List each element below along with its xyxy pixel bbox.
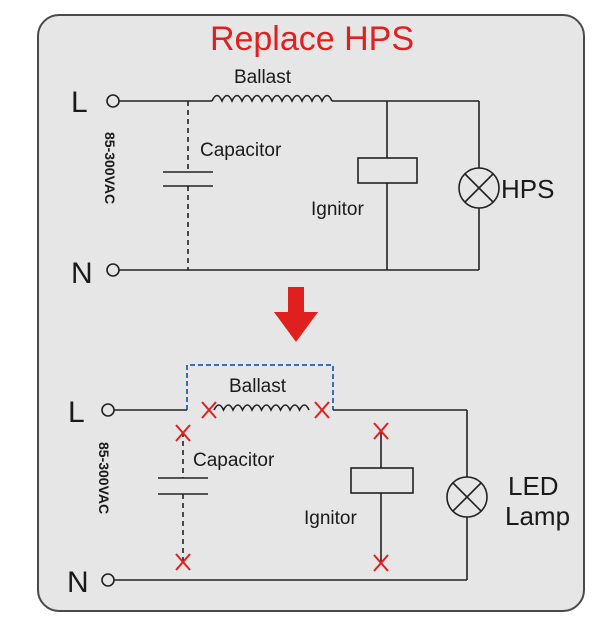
bottom-neutral-terminal [101,573,115,587]
cut-mark-capacitor-top [175,424,191,442]
bottom-lamp-label-line1: LED [508,471,559,501]
top-capacitor-label: Capacitor [200,140,282,161]
bottom-ignitor-label: Ignitor [304,508,357,529]
bottom-ballast-coil [213,404,310,412]
bottom-lamp-label-line2: Lamp [505,501,570,531]
top-ignitor-box [357,157,418,184]
top-line-terminal-label: L [71,86,88,119]
top-circuit: L N 85-300VAC Ballast Capacitor Ignitor … [71,67,554,290]
cut-mark-ballast-right [314,401,330,419]
bottom-line-terminal [101,403,115,417]
cut-mark-ignitor-bottom [373,554,389,572]
bottom-voltage-label: 85-300VAC [96,442,112,514]
top-neutral-terminal [106,263,120,277]
top-lamp-cross-b [464,173,494,203]
cut-mark-ignitor-top [373,422,389,440]
bottom-ignitor-box [350,467,414,494]
top-ignitor-label: Ignitor [311,199,364,220]
bottom-capacitor-label: Capacitor [193,450,275,471]
top-lamp-label: HPS [501,174,554,204]
top-ballast-coil [211,94,333,103]
bottom-lamp-cross-b [452,482,482,512]
bottom-circuit: L N 85-300VAC Ballast Capacitor Ignitor … [67,364,570,599]
bottom-neutral-terminal-label: N [67,566,89,599]
top-ballast-label: Ballast [234,67,292,88]
replace-arrow [274,287,318,342]
top-neutral-terminal-label: N [71,257,93,290]
top-line-terminal [106,94,120,108]
cut-mark-ballast-left [201,401,217,419]
bottom-ballast-label: Ballast [229,376,287,397]
cut-mark-capacitor-bottom [175,553,191,571]
bottom-line-terminal-label: L [68,396,85,429]
top-voltage-label: 85-300VAC [102,132,118,204]
diagram-title: Replace HPS [210,20,414,58]
